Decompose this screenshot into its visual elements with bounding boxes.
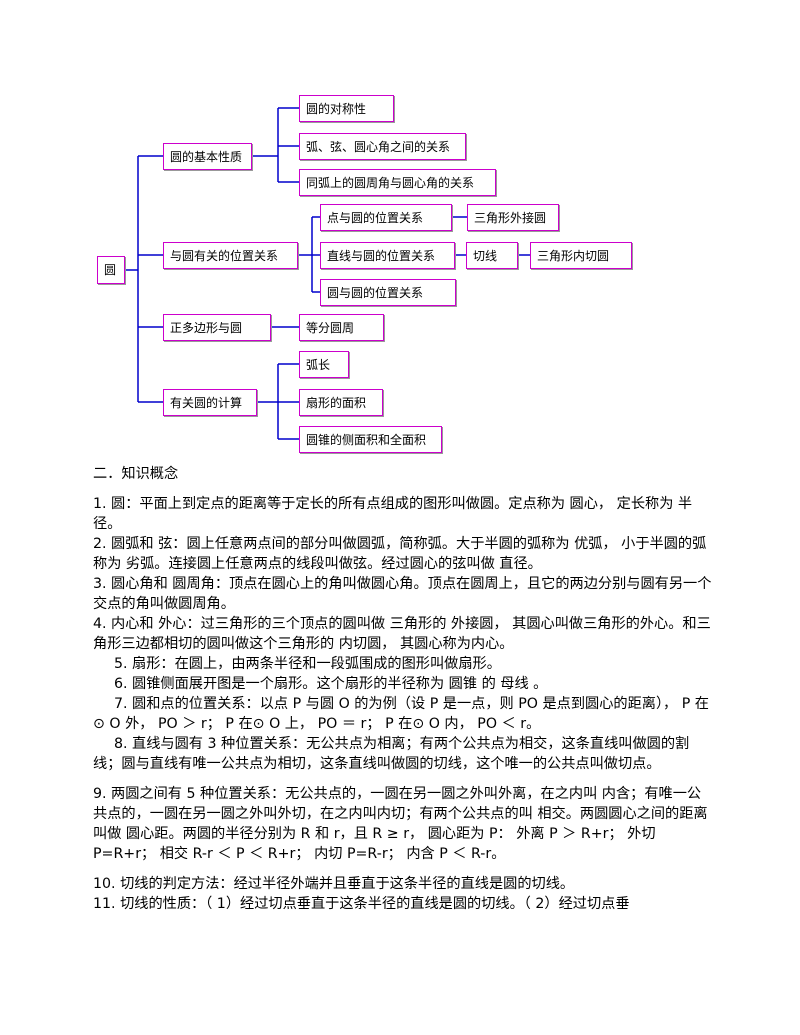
paragraph-11: 11. 切线的性质：（ 1）经过切点垂直于这条半径的直线是圆的切线。（ 2）经过… — [93, 896, 630, 912]
paragraph-4: 4. 内心和 外心：过三角形的三个顶点的圆叫做 三角形的 外接圆， 其圆心叫做三… — [93, 616, 711, 652]
paragraph-5: 5. 扇形：在圆上，由两条半径和一段弧围成的图形叫做扇形。 — [114, 656, 501, 672]
node-calc: 有关圆的计算 — [163, 389, 257, 416]
concept-text: 二．知识概念 1. 圆：平面上到定点的距离等于定长的所有点组成的图形叫做圆。定点… — [93, 464, 713, 914]
node-circumcircle: 三角形外接圆 — [467, 204, 559, 231]
node-incircle: 三角形内切圆 — [530, 242, 632, 269]
section-title: 二．知识概念 — [93, 466, 179, 482]
node-symmetry: 圆的对称性 — [299, 95, 394, 122]
paragraph-9: 9. 两圆之间有 5 种位置关系：无公共点的，一圆在另一圆之外叫外离，在之内叫 … — [93, 786, 708, 862]
node-tangent: 切线 — [466, 242, 518, 269]
node-positions: 与圆有关的位置关系 — [163, 242, 298, 269]
node-circle-circle: 圆与圆的位置关系 — [320, 279, 456, 306]
paragraph-6: 6. 圆锥侧面展开图是一个扇形。这个扇形的半径称为 圆锥 的 母线 。 — [114, 676, 548, 692]
node-polygon: 正多边形与圆 — [163, 314, 271, 341]
paragraph-8: 8. 直线与圆有 3 种位置关系：无公共点为相离；有两个公共点为相交，这条直线叫… — [93, 736, 690, 772]
node-line-circle: 直线与圆的位置关系 — [320, 242, 455, 269]
node-cone-area: 圆锥的侧面积和全面积 — [299, 426, 442, 453]
node-equal-division: 等分圆周 — [299, 314, 384, 341]
node-arc-length: 弧长 — [299, 351, 349, 378]
paragraph-3: 3. 圆心角和 圆周角：顶点在圆心上的角叫做圆心角。顶点在圆周上，且它的两边分别… — [93, 576, 712, 612]
connector-lines — [125, 107, 530, 440]
knowledge-diagram: 圆 圆的基本性质 圆的对称性 弧、弦、圆心角之间的关系 同弧上的圆周角与圆心角的… — [0, 0, 800, 470]
node-root: 圆 — [97, 256, 125, 284]
node-arc-chord: 弧、弦、圆心角之间的关系 — [299, 133, 466, 160]
paragraph-1: 1. 圆：平面上到定点的距离等于定长的所有点组成的图形叫做圆。定点称为 圆心， … — [93, 496, 693, 532]
node-point-circle: 点与圆的位置关系 — [320, 204, 452, 231]
node-inscribed-angle: 同弧上的圆周角与圆心角的关系 — [299, 169, 496, 196]
node-sector-area: 扇形的面积 — [299, 389, 383, 416]
paragraph-2: 2. 圆弧和 弦：圆上任意两点间的部分叫做圆弧，简称弧。大于半圆的弧称为 优弧，… — [93, 536, 707, 572]
paragraph-7: 7. 圆和点的位置关系：以点 P 与圆 O 的为例（设 P 是一点，则 PO 是… — [93, 696, 709, 732]
paragraph-10: 10. 切线的判定方法：经过半径外端并且垂直于这条半径的直线是圆的切线。 — [93, 876, 575, 892]
node-basic-properties: 圆的基本性质 — [163, 143, 252, 170]
